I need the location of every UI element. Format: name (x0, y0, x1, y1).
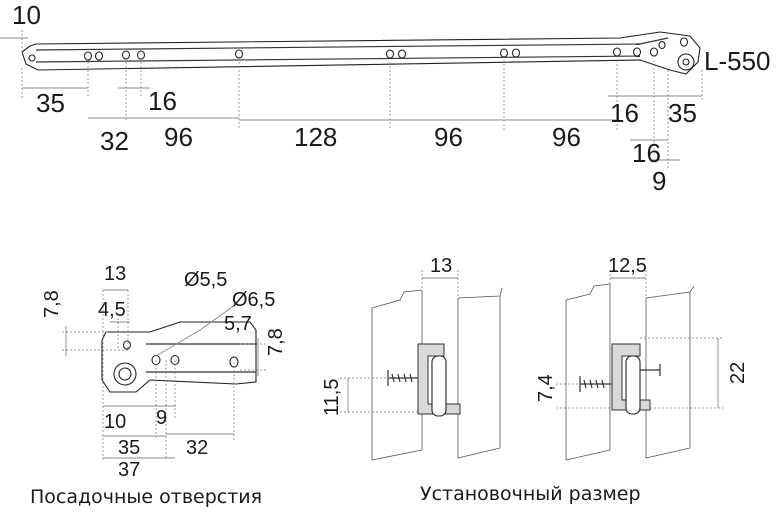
install-bracket (417, 343, 461, 415)
dim-32-bracket: 32 (186, 437, 208, 459)
dim-128: 128 (294, 122, 337, 152)
dim-10-bracket: 10 (104, 411, 126, 433)
rail-drawing: L-550 10 35 16 32 96 (0, 0, 771, 196)
bracket-caption: Посадочные отверстия (30, 486, 262, 508)
wall-edge (565, 283, 611, 301)
rail-holes (28, 37, 695, 71)
rail-edge-bottom (35, 55, 641, 63)
dim-10-top: 10 (12, 0, 41, 30)
rail-hole (397, 49, 407, 59)
bracket-wheel-axle (118, 367, 132, 381)
bracket-drawing: 13 4,5 7,8 Ø5,5 Ø6,5 5,7 7,8 10 9 35 37 … (30, 263, 287, 508)
rail-wheel-axle (682, 58, 690, 66)
rail-hole (511, 48, 521, 58)
wall-edge (371, 308, 423, 461)
install-left-drawing: 13 11,5 (321, 255, 503, 461)
rail-hole (679, 37, 689, 47)
dim-32: 32 (100, 126, 129, 156)
dim-16-low: 16 (632, 138, 661, 168)
rail-hole (649, 47, 659, 57)
dim-35-bracket: 35 (118, 437, 140, 459)
rail-hole (94, 51, 104, 61)
rail-hole (612, 47, 622, 57)
rail-hole (499, 48, 509, 58)
rail-hole (658, 40, 666, 50)
rail-hole (28, 54, 36, 62)
dim-37-bracket: 37 (118, 459, 140, 481)
dim-96-a: 96 (164, 122, 193, 152)
rail-edge-top (35, 43, 641, 51)
leader-line (155, 329, 201, 357)
dim-7-8-right: 7,8 (265, 328, 287, 356)
dim-dia-6-5: Ø6,5 (232, 289, 275, 311)
rail-hole (234, 49, 244, 59)
dim-9-bracket: 9 (156, 407, 167, 429)
dim-5-7: 5,7 (224, 313, 252, 335)
install-screw-thread (391, 373, 413, 383)
dim-16-right: 16 (610, 98, 639, 128)
rail-rise (639, 37, 669, 45)
dim-96-c: 96 (552, 122, 581, 152)
rail-dim-guides (21, 60, 703, 168)
rail-hole (121, 50, 131, 60)
install-screw-thread (583, 379, 605, 389)
wall-edge (371, 289, 423, 309)
install-height-right: 7,4 (535, 374, 557, 402)
dim-16-left: 16 (148, 86, 177, 116)
install-gap-left: 13 (430, 255, 452, 277)
dim-96-b: 96 (434, 122, 463, 152)
install-screw-right (640, 364, 661, 376)
dim-7-8-left: 7,8 (41, 290, 63, 318)
install-height-left: 11,5 (321, 379, 343, 416)
dim-4-5: 4,5 (98, 299, 126, 321)
rail-length-label: L-550 (704, 46, 771, 76)
bracket-hole (122, 340, 132, 350)
install-wheel (625, 355, 641, 415)
wall-edge (645, 285, 695, 299)
dim-13-bracket: 13 (104, 263, 126, 285)
install-bracket (611, 343, 651, 411)
dim-9-rail: 9 (652, 166, 666, 196)
wall-edge (457, 287, 503, 299)
rail-body (21, 31, 701, 75)
install-gap-right: 12,5 (608, 255, 647, 277)
dim-dia-5-5: Ø5,5 (184, 269, 227, 291)
rail-hole (632, 47, 642, 57)
dim-35-left: 35 (36, 88, 65, 118)
wall-edge (645, 298, 691, 459)
wall-edge (457, 298, 501, 459)
install-right-drawing: 12,5 7,4 22 (535, 255, 749, 461)
install-total-right: 22 (727, 362, 749, 384)
install-wheel (431, 355, 447, 417)
rail-hole (136, 50, 146, 60)
leader-line (199, 304, 236, 331)
bracket-plate (101, 321, 257, 393)
wall-edge (565, 300, 611, 461)
rail-hole (83, 51, 93, 61)
install-caption: Установочный размер (420, 483, 641, 505)
rail-hole (385, 49, 395, 59)
dim-35-right: 35 (668, 98, 697, 128)
